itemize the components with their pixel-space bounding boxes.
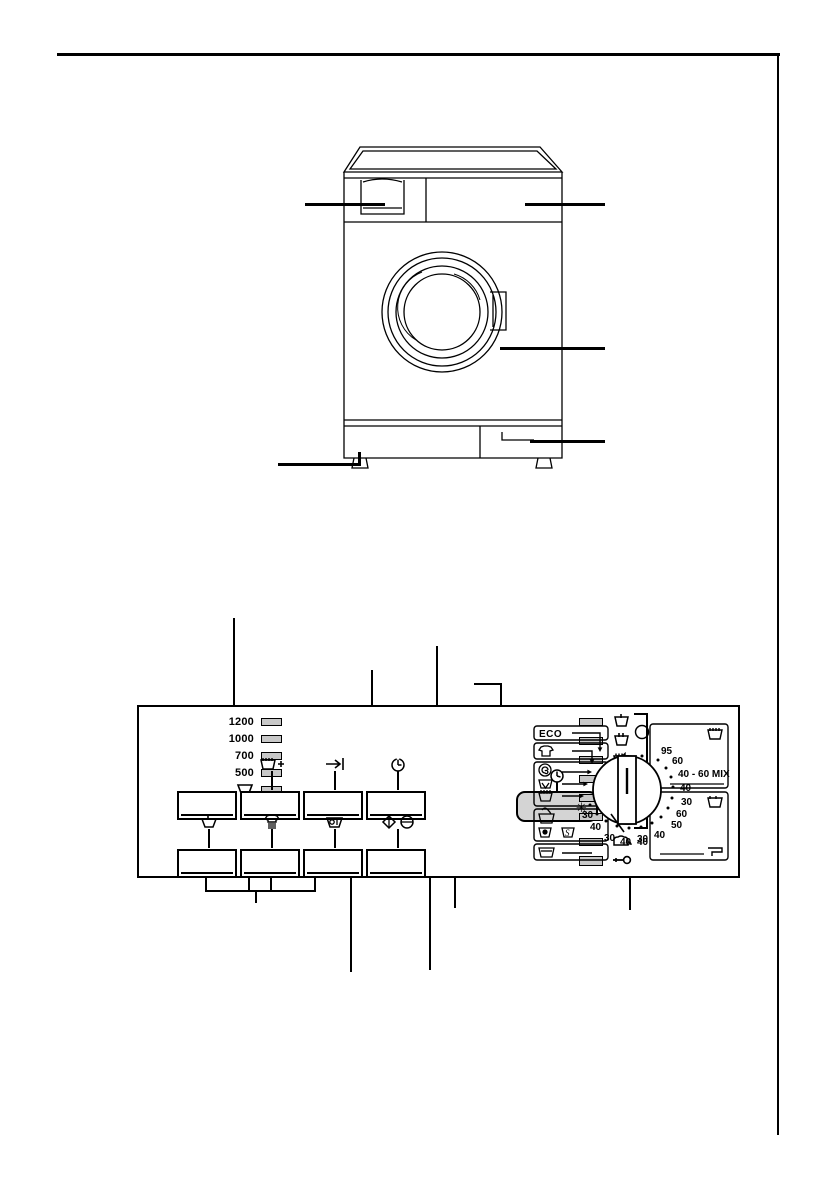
shirt-icon	[242, 814, 302, 830]
svg-text:30: 30	[637, 834, 649, 845]
page-right-margin-rule	[777, 53, 779, 1135]
rinse-hold-led	[334, 771, 336, 790]
rinse-plus-button[interactable]	[240, 757, 300, 820]
spin-speed-led-1000	[261, 734, 282, 743]
start-pause-icon	[368, 814, 428, 830]
rinse-plus-caption	[242, 756, 302, 790]
panel-leader-top-4	[500, 683, 502, 723]
rinse-hold-caption	[305, 756, 365, 790]
tub-plus-icon	[242, 756, 302, 772]
callout-feet-horizontal	[278, 463, 361, 466]
stain-led	[334, 829, 336, 848]
stain-tub-icon	[305, 814, 365, 830]
prewash-caption	[179, 814, 239, 848]
prewash-phase-led	[579, 717, 603, 726]
spin-speed-label: 500	[235, 766, 254, 779]
page-top-rule	[57, 53, 780, 56]
spin-speed-label: 700	[235, 749, 254, 762]
washing-machine-illustration	[330, 140, 575, 470]
callout-door	[500, 347, 605, 350]
stain-caption	[305, 814, 365, 848]
svg-text:60: 60	[676, 809, 688, 820]
svg-text:95: 95	[661, 746, 673, 757]
tub-mainwash-icon	[611, 732, 637, 750]
easy-iron-led	[271, 829, 273, 848]
spin-speed-led-1200	[261, 717, 282, 726]
stain-button[interactable]	[303, 817, 363, 878]
tub-prewash-icon	[179, 814, 239, 830]
progress-row-prewash	[579, 712, 669, 731]
start-pause-led	[397, 829, 399, 848]
spin-speed-label: 1200	[228, 715, 254, 728]
svg-text:30: 30	[604, 833, 616, 844]
spin-speed-label: 1000	[228, 732, 254, 745]
svg-text:40: 40	[590, 822, 602, 833]
easy-iron-button[interactable]	[240, 814, 300, 878]
start-pause-button[interactable]	[366, 814, 426, 878]
svg-text:30: 30	[681, 797, 693, 808]
start-pause-caption	[368, 814, 428, 848]
easy-iron-caption	[242, 814, 302, 848]
svg-text:50: 50	[671, 820, 683, 831]
prewash-button[interactable]	[177, 815, 237, 878]
panel-leader-bottom-vert-main	[255, 890, 257, 903]
svg-text:40: 40	[654, 830, 666, 841]
spin-speed-row: 1200	[177, 713, 282, 730]
panel-leader-bottom-tick-3	[314, 878, 316, 892]
prewash-led	[208, 829, 210, 848]
svg-text:✳: ✳	[576, 801, 587, 816]
clock-icon	[368, 756, 428, 772]
panel-leader-bottom-tick-2	[270, 878, 272, 892]
spin-speed-row: 700	[177, 747, 282, 764]
tub-prewash-icon	[611, 713, 637, 731]
program-dial-module: ECO	[532, 722, 730, 864]
panel-leader-bottom-group-box	[205, 878, 207, 892]
arrow-to-bar-icon	[305, 756, 365, 772]
svg-text:30: 30	[582, 810, 594, 821]
panel-leader-dial	[629, 878, 631, 910]
end-phase-led	[579, 812, 603, 821]
callout-feet-vertical	[358, 452, 361, 465]
control-panel: 1200 1000 700 500	[137, 705, 740, 878]
panel-leader-top-4b	[474, 683, 501, 685]
svg-text:40: 40	[620, 837, 632, 848]
svg-text:40 - 60 MIX: 40 - 60 MIX	[678, 769, 730, 780]
callout-detergent-drawer	[305, 203, 385, 206]
delay-timer-caption	[368, 756, 428, 790]
svg-text:ECO: ECO	[539, 729, 562, 740]
key-lock-icon	[611, 852, 637, 870]
callout-control-panel	[525, 203, 605, 206]
callout-base-panel	[530, 440, 605, 443]
svg-text:S: S	[565, 828, 570, 838]
panel-leader-bottom-hline	[205, 890, 316, 892]
delay-timer-led	[397, 771, 399, 790]
panel-leader-bottom-tick-1	[248, 878, 250, 892]
svg-text:40: 40	[680, 783, 692, 794]
panel-leader-door-locked	[429, 878, 431, 970]
panel-leader-drying	[454, 878, 456, 908]
spin-speed-row: 1000	[177, 730, 282, 747]
svg-text:60: 60	[672, 756, 684, 767]
svg-text:40: 40	[637, 837, 649, 848]
rinse-plus-led	[271, 771, 273, 790]
cloud-dry-icon	[611, 833, 637, 851]
delay-timer-button[interactable]	[366, 757, 426, 820]
panel-leader-start-pause	[350, 878, 352, 972]
button-row-bottom	[177, 814, 426, 878]
